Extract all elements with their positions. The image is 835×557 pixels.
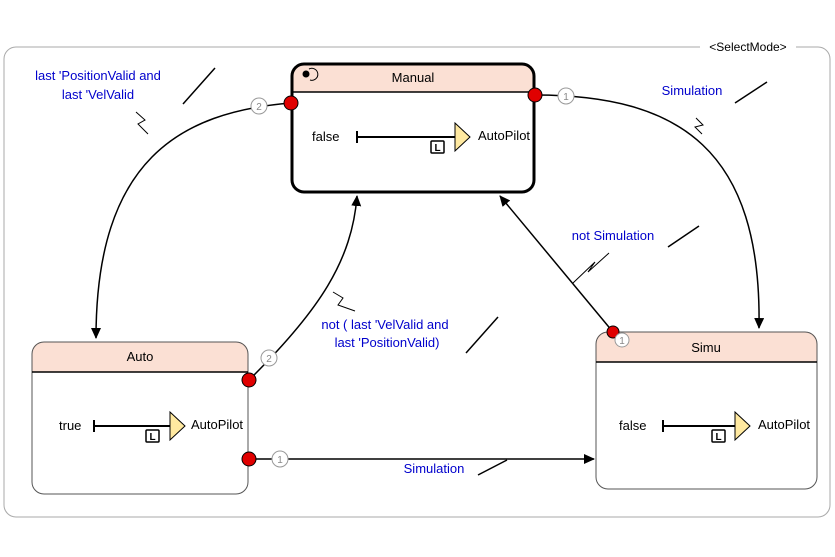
manual-last-badge: L xyxy=(434,143,440,154)
initial-state-icon xyxy=(302,67,319,81)
mode-container xyxy=(3,46,831,518)
auto-value: true xyxy=(59,418,81,433)
manual-value: false xyxy=(312,129,339,144)
state-simu[interactable]: Simu false AutoPilot L xyxy=(595,331,818,490)
output-port-icon xyxy=(169,410,186,442)
state-title-manual: Manual xyxy=(392,70,435,85)
state-title-simu: Simu xyxy=(691,340,721,355)
mode-label-bg xyxy=(700,38,796,56)
simu-output: AutoPilot xyxy=(758,417,810,432)
source-port xyxy=(241,451,257,467)
transition-auto-to-simu[interactable]: 1 Simulation xyxy=(241,450,595,476)
transition-simu-to-manual[interactable]: 1 not Simulation xyxy=(499,195,700,348)
output-port-icon xyxy=(734,410,751,442)
transition-auto-to-manual[interactable]: 2 not ( last 'VelValid and last 'Positio… xyxy=(241,195,499,388)
transition-label-auto-manual-1: not ( last 'VelValid and xyxy=(321,317,448,332)
state-auto[interactable]: Auto true AutoPilot L xyxy=(31,341,249,495)
output-port-icon xyxy=(454,121,471,153)
auto-output: AutoPilot xyxy=(191,417,243,432)
source-port xyxy=(283,95,299,111)
source-port xyxy=(241,372,257,388)
state-title-auto: Auto xyxy=(127,349,154,364)
source-port xyxy=(606,325,620,339)
source-port xyxy=(527,87,543,103)
manual-output: AutoPilot xyxy=(478,128,530,143)
priority-badge: 1 xyxy=(563,92,569,103)
transition-label-simu-manual: not Simulation xyxy=(572,228,654,243)
transition-label-auto-manual-2: last 'PositionValid) xyxy=(335,335,440,350)
simu-value: false xyxy=(619,418,646,433)
transition-label-manual-simu: Simulation xyxy=(662,83,723,98)
auto-last-badge: L xyxy=(149,432,155,443)
transition-label-manual-auto-1: last 'PositionValid and xyxy=(35,68,161,83)
transition-label-manual-auto-2: last 'VelValid xyxy=(62,87,134,102)
transition-label-auto-simu: Simulation xyxy=(404,461,465,476)
priority-badge: 2 xyxy=(266,354,272,365)
state-manual[interactable]: Manual false AutoPilot L xyxy=(290,62,536,194)
simu-last-badge: L xyxy=(715,432,721,443)
priority-badge: 1 xyxy=(277,455,283,466)
priority-badge: 1 xyxy=(619,336,625,347)
mode-label: <SelectMode> xyxy=(709,40,786,54)
transition-manual-to-simu[interactable]: 1 Simulation xyxy=(527,81,768,329)
transition-manual-to-auto[interactable]: 2 last 'PositionValid and last 'VelValid xyxy=(35,67,299,339)
priority-badge: 2 xyxy=(256,102,262,113)
